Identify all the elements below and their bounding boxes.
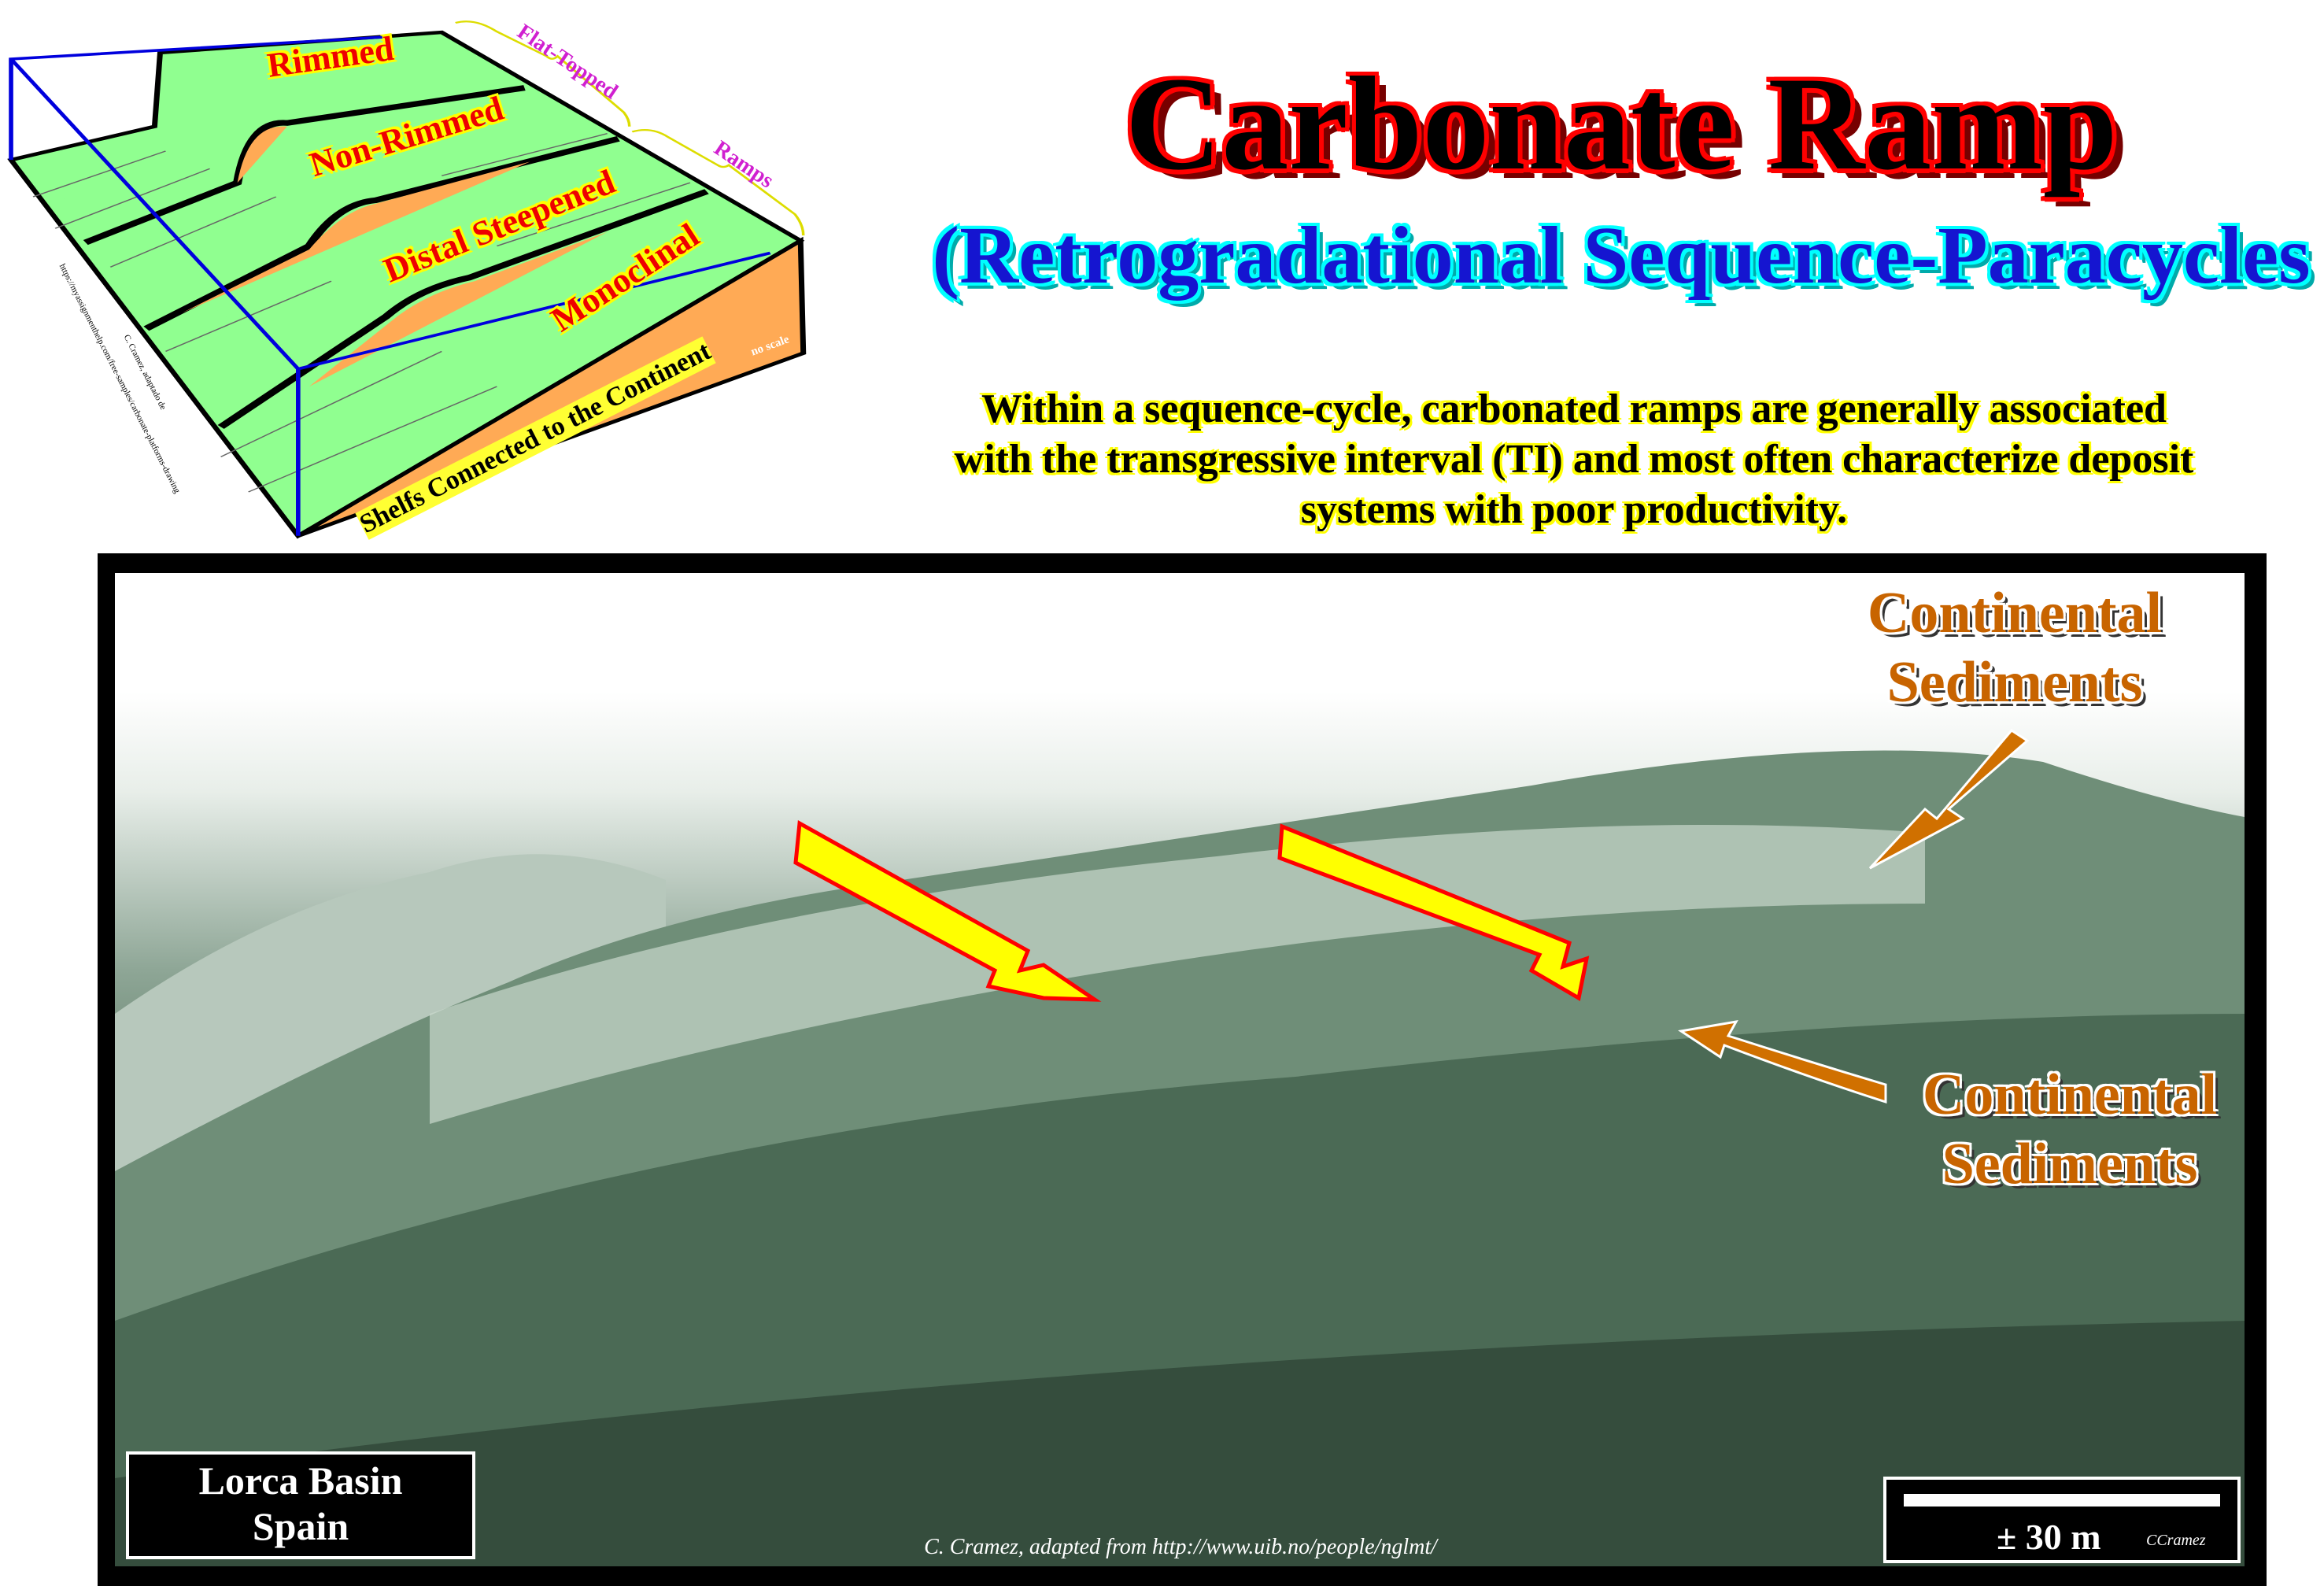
- scale-bar: [1904, 1494, 2220, 1507]
- page-title: Carbonate Ramp: [1125, 50, 2118, 198]
- outcrop-photo: [115, 573, 2245, 1566]
- pointer-arrow-orange: [1868, 729, 2030, 870]
- description: Within a sequence-cycle, carbonated ramp…: [850, 384, 2298, 535]
- description-line: systems with poor productivity.: [1300, 487, 1848, 532]
- location-line: Lorca Basin: [198, 1458, 403, 1503]
- annotation-line: Sediments: [1886, 650, 2143, 715]
- photo-credit: C. Cramez, adapted from http://www.uib.n…: [924, 1535, 1437, 1559]
- annotation-line: Continental: [1922, 1063, 2218, 1127]
- description-line: Within a sequence-cycle, carbonated ramp…: [981, 386, 2167, 431]
- pointer-arrow-orange: [1678, 1019, 1887, 1104]
- scale-label: ± 30 m: [1997, 1517, 2101, 1557]
- annotation-line: Continental: [1867, 581, 2163, 645]
- scale-bar-box: ± 30 m CCramez: [1883, 1477, 2241, 1563]
- description-line: with the transgressive interval (TI) and…: [954, 437, 2194, 482]
- outcrop-landscape: [115, 729, 2245, 1566]
- pointer-arrow-yellow: [793, 819, 1102, 1002]
- annotation-continental-sediments-right: Continental Sediments: [1865, 1060, 2274, 1199]
- annotation-line: Sediments: [1942, 1132, 2198, 1196]
- pointer-arrow-yellow: [1277, 823, 1590, 1001]
- annotation-continental-sediments-top: Continental Sediments: [1810, 579, 2219, 717]
- carbonate-platform-block-diagram: [7, 20, 807, 539]
- page-subtitle: (Retrogradational Sequence-Paracycles: [932, 210, 2311, 301]
- location-line: Spain: [252, 1504, 349, 1548]
- location-label: Lorca Basin Spain: [126, 1451, 475, 1559]
- scale-author: CCramez: [2146, 1532, 2206, 1549]
